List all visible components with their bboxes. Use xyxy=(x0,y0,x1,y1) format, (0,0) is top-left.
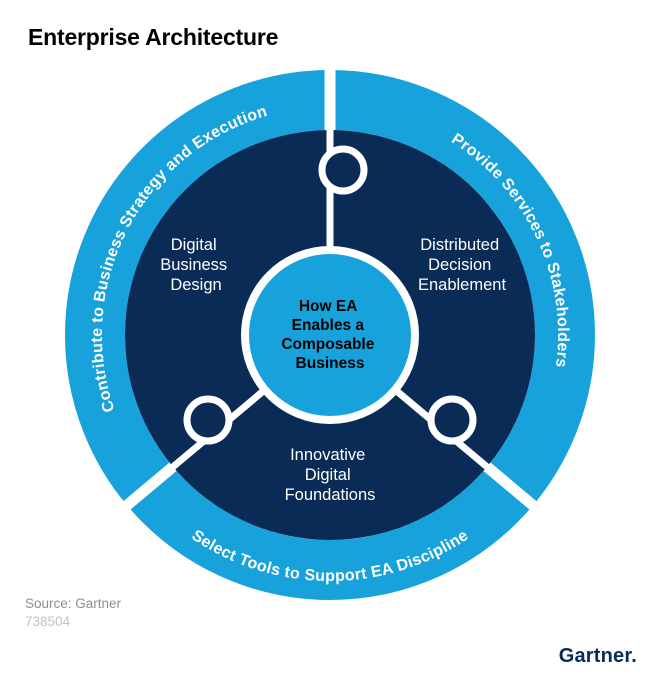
puzzle-knob-left xyxy=(183,395,233,445)
center-circle xyxy=(241,246,419,424)
puzzle-knob-top xyxy=(318,145,368,195)
wedge-label-digital-business-design: Digital Business Design xyxy=(160,236,232,294)
wedge-label-distributed-decision-enablement: Distributed Decision Enablement xyxy=(418,236,506,294)
page-title: Enterprise Architecture xyxy=(28,24,279,50)
gartner-logo: Gartner. xyxy=(558,645,637,667)
ring-gap-lower-right xyxy=(478,458,542,515)
wedge-label-innovative-digital-foundations: Innovative Digital Foundations xyxy=(285,446,376,504)
figure-number: 738504 xyxy=(25,614,71,629)
ring-gap-lower-left xyxy=(118,458,182,515)
puzzle-knob-right xyxy=(427,395,477,445)
center-label: How EA Enables a Composable Business xyxy=(281,298,378,372)
source-text: Source: Gartner xyxy=(25,596,122,611)
